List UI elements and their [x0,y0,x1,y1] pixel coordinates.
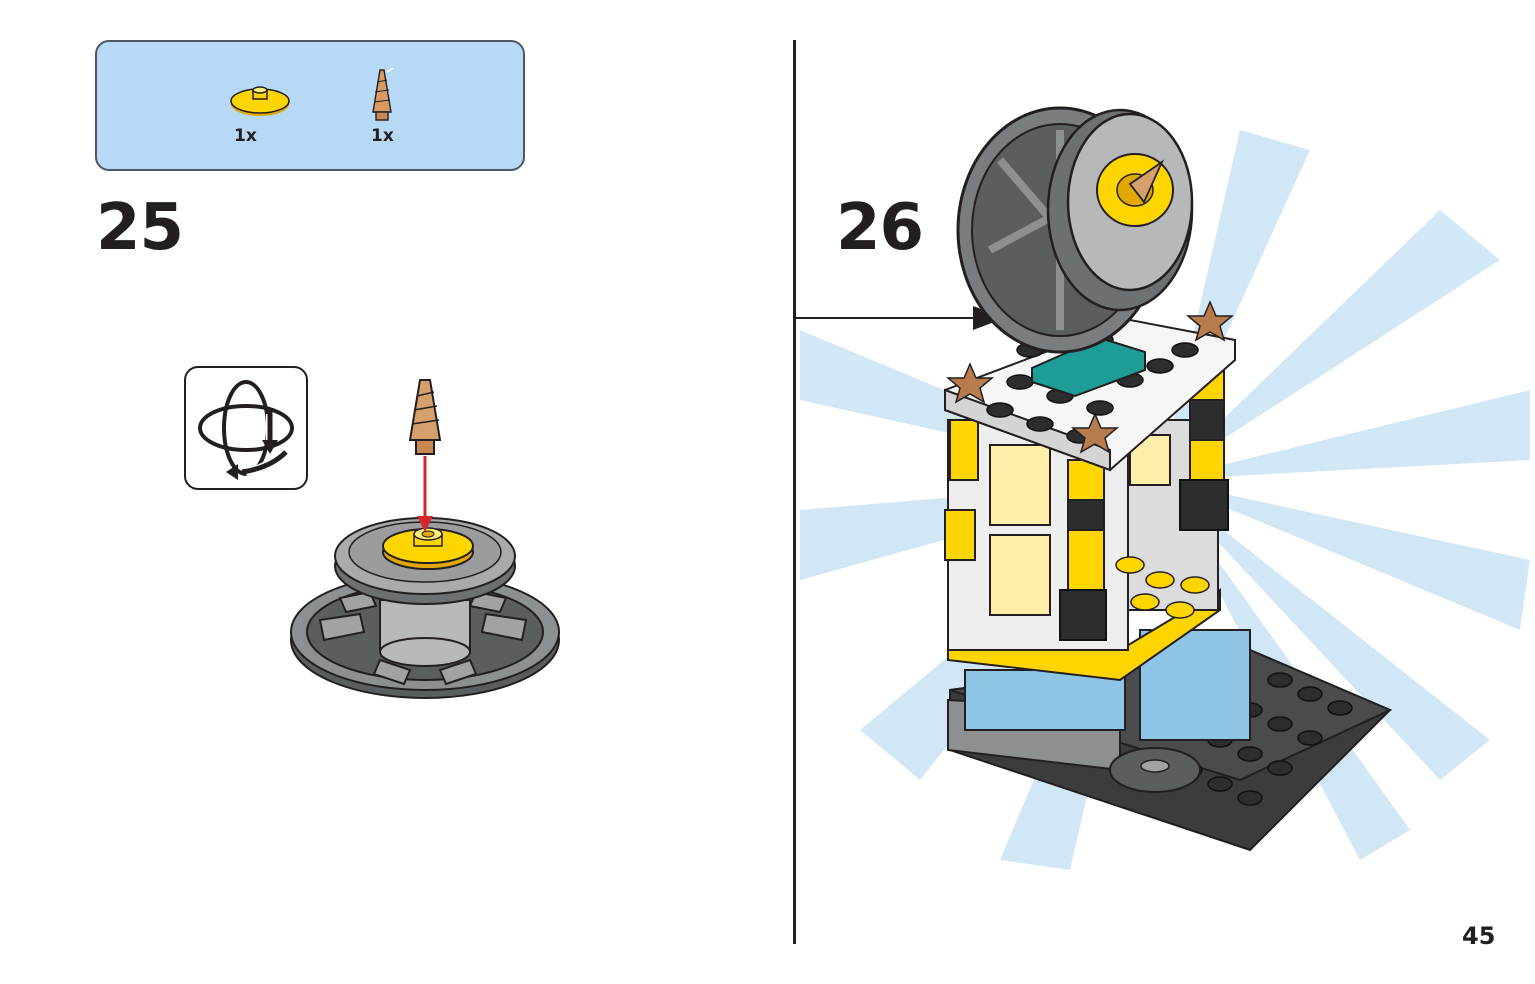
part-quantity-cone: 1x [371,126,394,146]
step-number-25: 25 [96,191,184,265]
rotate-model-icon [184,366,308,490]
part-quantity-dish: 1x [234,126,257,146]
step-25-assembly-illustration [290,379,560,699]
step-26-model-illustration [800,106,1530,870]
yellow-dish-plate-icon [230,86,290,116]
step-number-26: 26 [836,191,924,265]
tan-cone-horn-icon [372,68,394,121]
page-divider [793,40,796,944]
parts-list-panel: 1x 1x [95,40,525,171]
page-number: 45 [1462,922,1496,950]
